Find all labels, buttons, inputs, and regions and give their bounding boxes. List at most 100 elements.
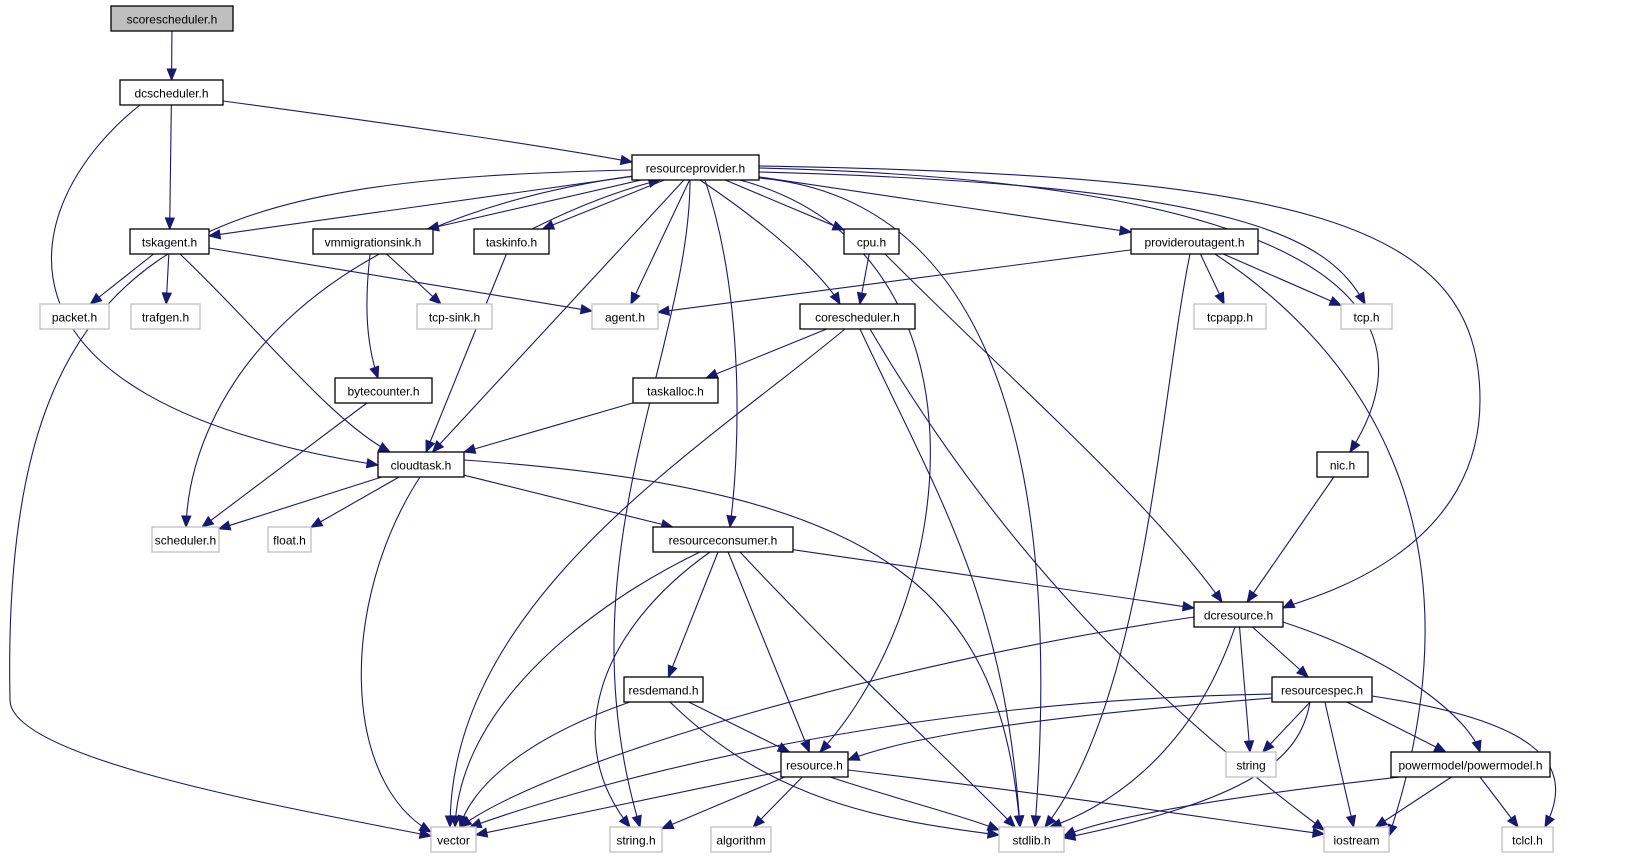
arrowhead-icon <box>309 516 324 528</box>
edge-tskagent-to-packet <box>89 253 155 305</box>
edge-dcresource-to-stdlib <box>1049 626 1236 828</box>
arrowhead-icon <box>829 291 841 306</box>
node-stdlib: stdlib.h <box>998 826 1065 853</box>
arrowhead-icon <box>1345 814 1357 829</box>
edge-powermodel-to-stdlib <box>1063 776 1401 837</box>
node-resource[interactable]: resource.h <box>780 751 849 778</box>
arrowhead-icon <box>541 219 556 230</box>
node-scorescheduler[interactable]: scorescheduler.h <box>110 5 234 32</box>
node-label: vector <box>437 834 470 848</box>
arrowhead-icon <box>181 515 192 529</box>
node-nic[interactable]: nic.h <box>1316 451 1369 478</box>
edge-nic-to-dcresource <box>1246 476 1335 603</box>
node-cpu[interactable]: cpu.h <box>843 228 900 255</box>
arrowhead-icon <box>365 458 380 469</box>
edge-cloudtask-to-resourceconsumer <box>463 474 673 528</box>
edge-resourcespec-to-powermodel <box>1346 701 1446 753</box>
node-algorithm: algorithm <box>710 826 772 853</box>
node-resourceconsumer[interactable]: resourceconsumer.h <box>652 526 794 553</box>
node-label: resource.h <box>786 759 843 773</box>
edge-resourceprovider-to-scheduler <box>185 174 641 528</box>
node-label: scorescheduler.h <box>127 13 218 27</box>
node-label: scheduler.h <box>155 534 216 548</box>
arrowhead-icon <box>1354 291 1366 306</box>
node-resourcespec[interactable]: resourcespec.h <box>1271 676 1373 703</box>
arrowhead-icon <box>1243 740 1255 754</box>
node-box <box>1323 826 1390 853</box>
edge-resourceprovider-to-corescheduler <box>699 179 841 305</box>
edge-resource-to-stdlib <box>829 776 1000 831</box>
node-label: tcp.h <box>1353 311 1379 325</box>
node-cloudtask[interactable]: cloudtask.h <box>377 451 465 478</box>
node-box <box>312 228 434 255</box>
arrowhead-icon <box>207 229 222 240</box>
node-powermodel[interactable]: powermodel/powermodel.h <box>1390 751 1551 778</box>
node-box <box>1271 676 1373 703</box>
node-label: taskinfo.h <box>486 236 537 250</box>
edge-cloudtask-to-stdlib <box>463 459 1021 828</box>
edge-resourceconsumer-to-vector <box>454 551 701 828</box>
arrowhead-icon <box>1044 814 1057 829</box>
node-label: bytecounter.h <box>347 385 419 399</box>
edge-dcscheduler-to-tskagent <box>169 104 172 230</box>
node-vmmigrationsink[interactable]: vmmigrationsink.h <box>312 228 434 255</box>
node-box <box>799 303 916 330</box>
node-box <box>377 451 465 478</box>
node-bytecounter[interactable]: bytecounter.h <box>334 377 433 404</box>
node-box <box>267 526 312 553</box>
node-taskalloc[interactable]: taskalloc.h <box>632 377 719 404</box>
arrowhead-icon <box>630 291 641 306</box>
arrowhead-icon <box>619 154 634 166</box>
node-box <box>1193 601 1284 628</box>
node-tcp: tcp.h <box>1340 303 1393 330</box>
node-iostream: iostream <box>1323 826 1390 853</box>
node-label: cpu.h <box>857 236 886 250</box>
edge-resourcespec-to-tclcl <box>1371 695 1557 828</box>
node-corescheduler[interactable]: corescheduler.h <box>799 303 916 330</box>
node-label: tskagent.h <box>142 236 197 250</box>
node-dcresource[interactable]: dcresource.h <box>1193 601 1284 628</box>
node-box <box>119 79 224 106</box>
node-label: provideroutagent.h <box>1144 236 1244 250</box>
node-label: vmmigrationsink.h <box>325 236 422 250</box>
arrowhead-icon <box>1544 814 1555 829</box>
node-label: iostream <box>1333 834 1379 848</box>
arrowhead-icon <box>1311 818 1326 831</box>
node-tcpsink: tcp-sink.h <box>416 303 493 330</box>
node-box <box>1501 826 1554 853</box>
node-resourceprovider[interactable]: resourceprovider.h <box>631 154 760 181</box>
arrowhead-icon <box>1261 740 1275 753</box>
edge-resourceprovider-to-cloudtask <box>432 179 685 453</box>
arrowhead-icon <box>660 819 675 830</box>
node-box <box>998 826 1065 853</box>
arrowhead-icon <box>631 814 642 829</box>
node-dcscheduler[interactable]: dcscheduler.h <box>119 79 224 106</box>
arrowhead-icon <box>1374 816 1388 828</box>
node-taskinfo[interactable]: taskinfo.h <box>473 228 550 255</box>
arrowhead-icon <box>369 365 380 380</box>
arrowhead-icon <box>201 515 215 528</box>
arrowhead-icon <box>431 439 445 453</box>
edge-vmmigrationsink-to-bytecounter <box>366 253 379 379</box>
node-box <box>1390 751 1551 778</box>
arrowhead-icon <box>579 304 594 315</box>
edge-resourceprovider-to-resource <box>739 179 931 753</box>
edge-cloudtask-to-scheduler <box>218 476 382 530</box>
arrowhead-icon <box>1246 589 1259 604</box>
node-tskagent[interactable]: tskagent.h <box>129 228 210 255</box>
arrowhead-icon <box>1003 815 1016 828</box>
edge-resourceprovider-to-resourceconsumer <box>704 179 738 528</box>
node-resdemand[interactable]: resdemand.h <box>623 676 704 703</box>
arrowhead-icon <box>1062 826 1077 837</box>
edge-resourceconsumer-to-resdemand <box>667 551 719 678</box>
node-agent: agent.h <box>591 303 659 330</box>
arrowhead-icon <box>1181 601 1196 612</box>
arrowhead-icon <box>856 291 868 306</box>
node-label: string.h <box>616 834 655 848</box>
edge-provideroutagent-to-agent <box>657 249 1132 313</box>
arrowhead-icon <box>726 514 737 529</box>
edge-resourceprovider-to-tskagent <box>208 175 633 237</box>
arrowhead-icon <box>474 827 489 838</box>
node-provideroutagent[interactable]: provideroutagent.h <box>1130 228 1259 255</box>
arrowhead-icon <box>428 292 442 305</box>
